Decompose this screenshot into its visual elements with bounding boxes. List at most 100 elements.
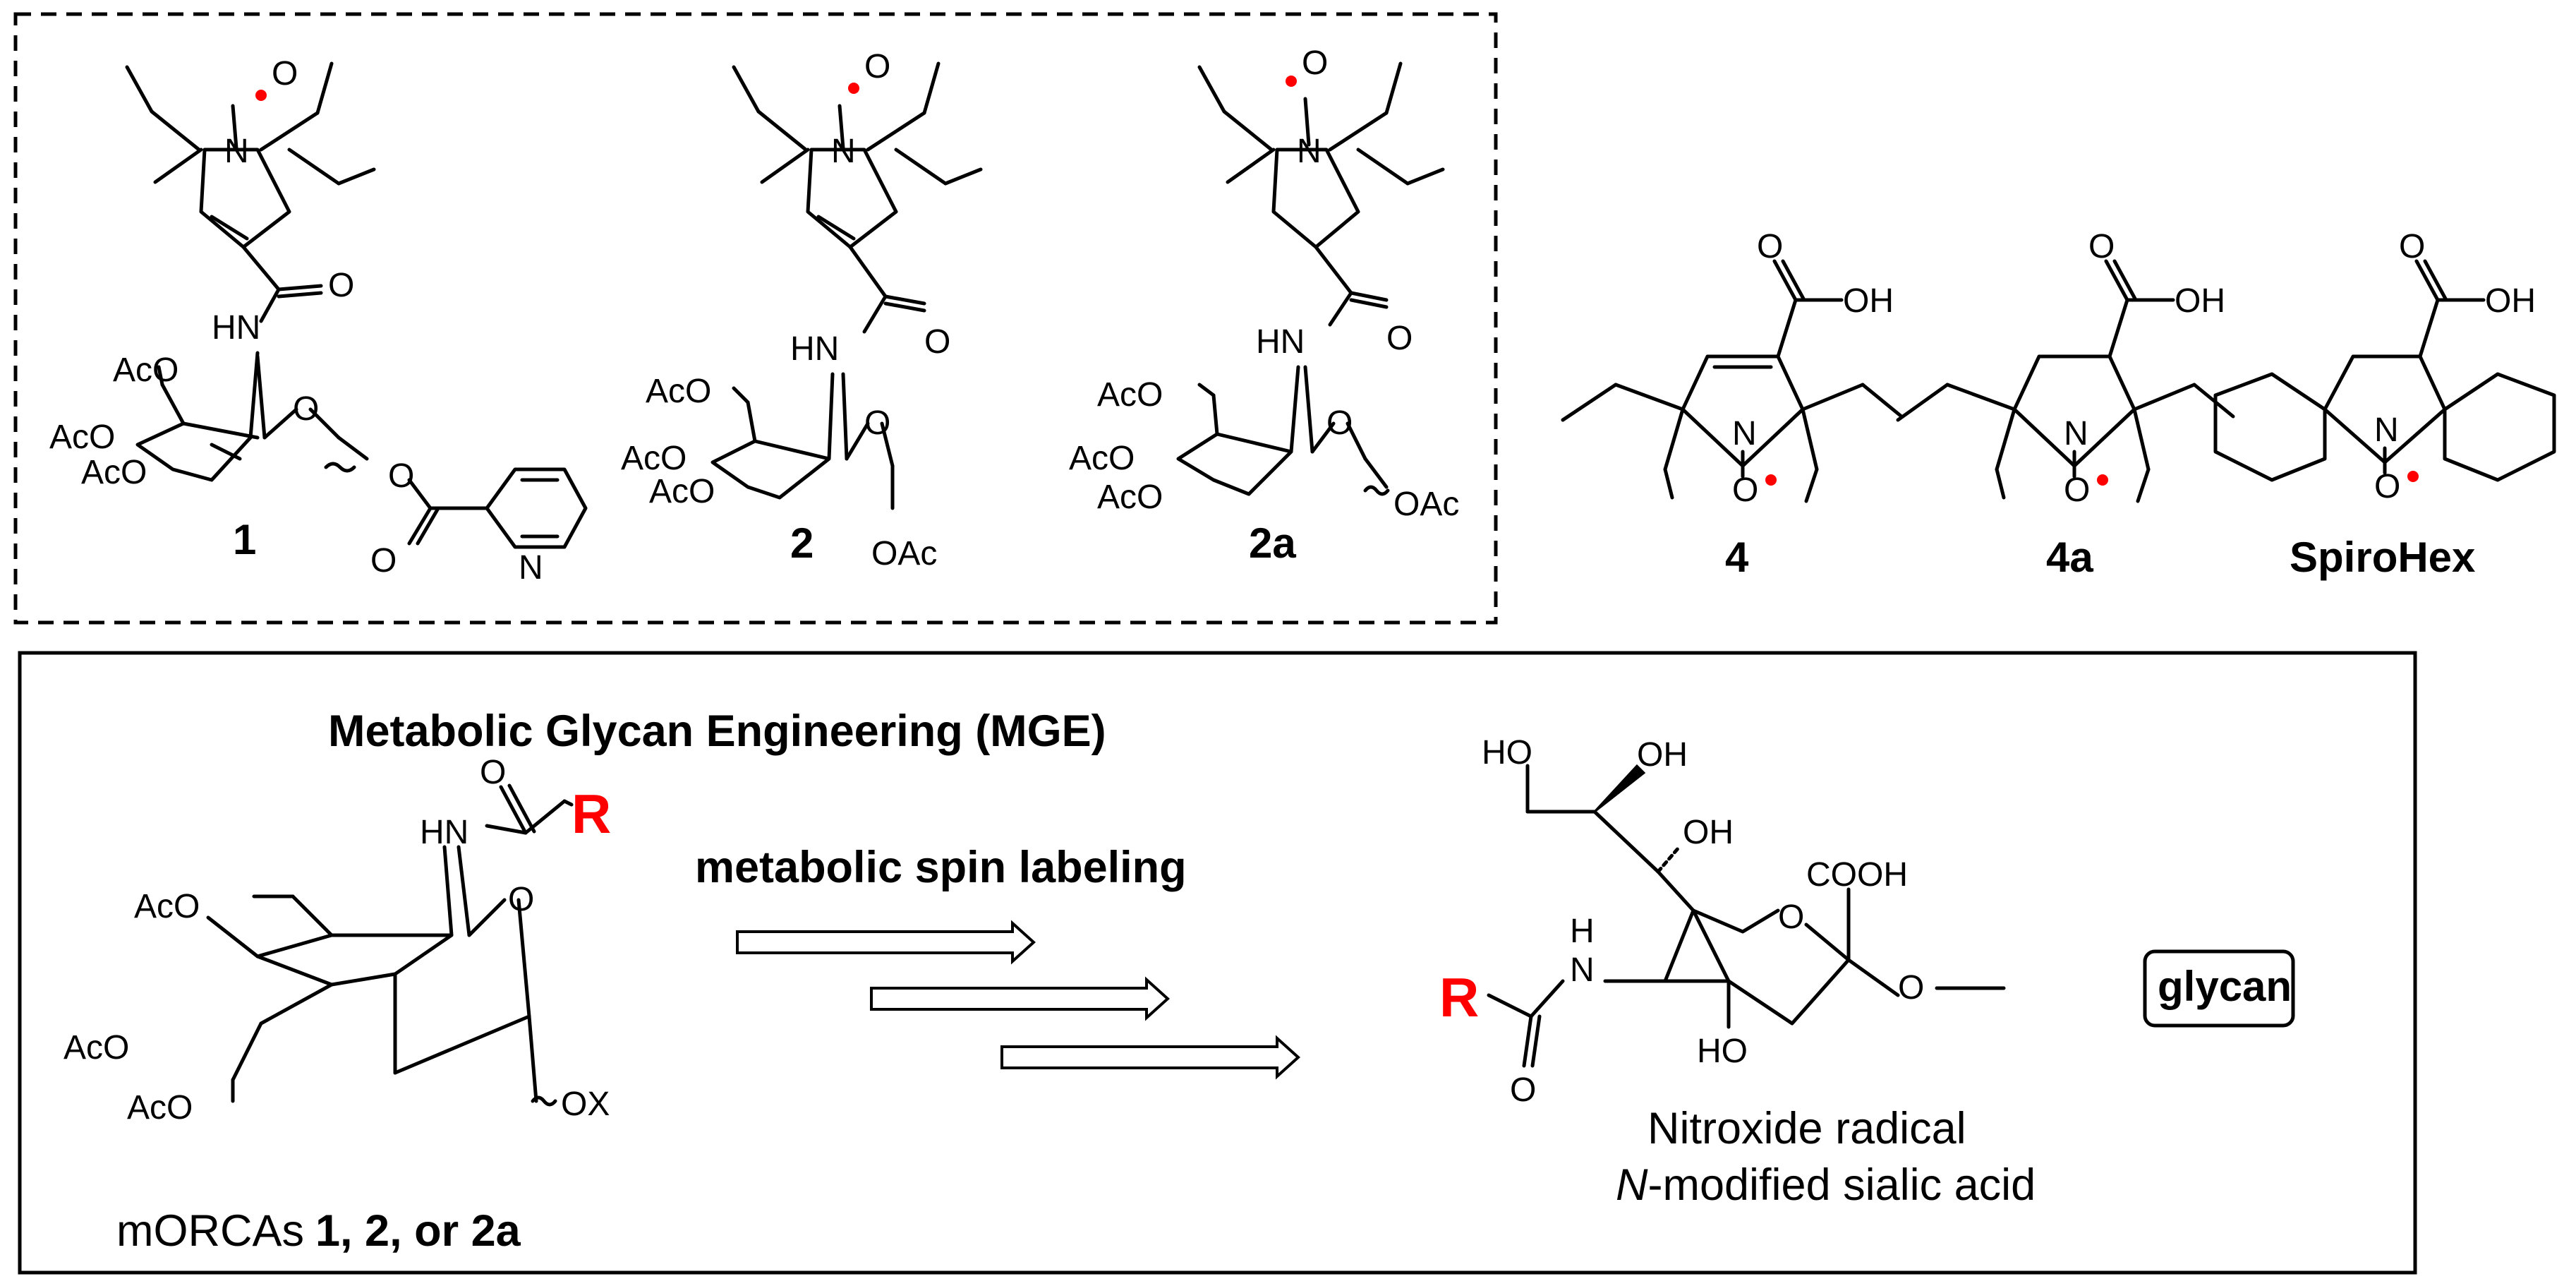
compound-1-aco6: AcO bbox=[113, 351, 179, 389]
hollow-arrow bbox=[870, 976, 1170, 1021]
product-oh8: OH bbox=[1637, 736, 1688, 774]
compound-4-acid-o: O bbox=[1757, 228, 1783, 265]
product-ring-o: O bbox=[1778, 899, 1804, 936]
compound-2a-o-radical: O bbox=[1302, 44, 1328, 82]
precursor-caption-prefix: mORCAs bbox=[116, 1206, 304, 1256]
compound-1-ring-o: O bbox=[293, 390, 319, 428]
compound-4-o-radical: O bbox=[1732, 471, 1758, 509]
precursor-aco6: AcO bbox=[134, 888, 200, 925]
compound-1-aco4: AcO bbox=[49, 419, 115, 456]
compound-2a-aco4: AcO bbox=[1069, 440, 1135, 477]
compound-1-nicotinate bbox=[407, 467, 588, 549]
compound-4a-label: 4a bbox=[2046, 534, 2093, 581]
compound-4a-n-atom: N bbox=[2064, 415, 2088, 452]
radical-dot bbox=[255, 90, 267, 101]
radical-dot bbox=[848, 83, 859, 94]
compound-2a-aco6: AcO bbox=[1097, 376, 1163, 414]
precursor-aco3: AcO bbox=[127, 1089, 193, 1126]
compound-1-n-atom: N bbox=[224, 133, 249, 170]
product-ho4: HO bbox=[1697, 1033, 1748, 1070]
compound-4a-acid-o: O bbox=[2088, 228, 2115, 265]
compound-1-ester-o: O bbox=[388, 457, 414, 495]
compound-2-aco6: AcO bbox=[646, 373, 711, 410]
compound-2a-amide-nh: HN bbox=[1256, 323, 1305, 361]
compound-1-structure: N O HN O AcO AcO AcO O O O bbox=[49, 55, 588, 587]
compound-1-aco3: AcO bbox=[81, 454, 147, 491]
compound-2-aco4: AcO bbox=[621, 440, 687, 477]
product-caption-italic: N bbox=[1616, 1160, 1648, 1210]
spirohex-acid-oh: OH bbox=[2485, 282, 2536, 320]
compound-2-structure: N O HN O AcO AcO AcO O OAc 2 bbox=[621, 48, 983, 572]
product-caption-line1: Nitroxide radical bbox=[1647, 1104, 1966, 1153]
compound-4a-structure bbox=[1896, 259, 2235, 503]
compound-1-amide-o: O bbox=[328, 267, 354, 304]
compound-2-aco3: AcO bbox=[649, 473, 715, 510]
precursor-nh: HN bbox=[420, 814, 468, 851]
spirohex-label: SpiroHex bbox=[2290, 534, 2475, 581]
compound-2a-anomeric: OAc bbox=[1393, 486, 1459, 523]
mORCA-dashed-box bbox=[13, 12, 1498, 625]
precursor-r-group: R bbox=[572, 783, 611, 845]
product-structure bbox=[1487, 764, 2006, 1068]
compound-2-sugar-ring bbox=[710, 372, 895, 510]
radical-dot bbox=[2407, 471, 2419, 482]
compound-2a-n-atom: N bbox=[1297, 133, 1322, 170]
hollow-arrow bbox=[736, 920, 1036, 965]
radical-dot bbox=[2097, 474, 2108, 486]
mge-title: Metabolic Glycan Engineering (MGE) bbox=[328, 707, 1106, 756]
compound-2a-ring-o: O bbox=[1326, 404, 1353, 442]
mge-box bbox=[18, 651, 2417, 1275]
precursor-aco4: AcO bbox=[64, 1029, 129, 1066]
spirohex-n-atom: N bbox=[2374, 411, 2399, 449]
precursor-ring-o: O bbox=[508, 881, 534, 918]
product-oh7: OH bbox=[1683, 814, 1734, 851]
compound-1-o-radical: O bbox=[272, 55, 298, 92]
compound-2a-amide-o: O bbox=[1386, 320, 1413, 357]
compound-4-label: 4 bbox=[1725, 534, 1749, 581]
product-caption-line2: N-modified sialic acid bbox=[1616, 1160, 2036, 1210]
wedge-bond bbox=[1593, 764, 1646, 813]
product-nh: N bbox=[1570, 951, 1595, 989]
spirohex-structure bbox=[2213, 259, 2556, 482]
product-glyco-o: O bbox=[1898, 969, 1924, 1006]
compound-1-amide-nh: HN bbox=[212, 309, 260, 347]
compound-4a-acid-oh: OH bbox=[2175, 282, 2225, 320]
compound-2-amide-o: O bbox=[924, 323, 950, 361]
product-amide-o: O bbox=[1510, 1071, 1536, 1109]
compound-4-n-atom: N bbox=[1732, 415, 1757, 452]
compound-2a-nitroxide-ring bbox=[1197, 61, 1445, 327]
compound-2-amide-nh: HN bbox=[790, 330, 839, 368]
compound-1-nitroxide-ring bbox=[125, 61, 376, 323]
precursor-structure bbox=[206, 783, 574, 1107]
precursor-anomeric: OX bbox=[561, 1086, 610, 1123]
spirohex-acid-o: O bbox=[2399, 228, 2425, 265]
glycan-box bbox=[2143, 949, 2295, 1028]
product-r-group: R bbox=[1439, 966, 1479, 1028]
compound-2-nitroxide-ring bbox=[732, 61, 983, 334]
glycan-label: glycan bbox=[2158, 963, 2292, 1010]
product-acid: COOH bbox=[1806, 856, 1908, 894]
process-label: metabolic spin labeling bbox=[695, 843, 1187, 892]
hollow-arrow bbox=[1000, 1035, 1300, 1080]
spirohex-o-radical: O bbox=[2374, 468, 2400, 505]
compound-4a-o-radical: O bbox=[2064, 471, 2090, 509]
compound-1-carbonyl-o: O bbox=[370, 542, 397, 579]
compound-1-label: 1 bbox=[233, 516, 256, 563]
compound-4-structure bbox=[1561, 259, 1904, 503]
compound-2-o-radical: O bbox=[864, 48, 890, 85]
compound-2-ring-o: O bbox=[864, 404, 890, 442]
compound-2-label: 2 bbox=[790, 519, 814, 567]
compound-1-pyridine-n: N bbox=[519, 549, 543, 587]
compound-1-sugar-ring bbox=[135, 351, 369, 482]
compound-2a-sugar-ring bbox=[1176, 365, 1390, 496]
product-ho9: HO bbox=[1482, 734, 1532, 771]
precursor-amide-o: O bbox=[480, 754, 506, 791]
compound-2-n-atom: N bbox=[831, 133, 856, 170]
radical-dot bbox=[1286, 76, 1297, 87]
compound-4-acid-oh: OH bbox=[1843, 282, 1894, 320]
radical-dot bbox=[1765, 474, 1777, 486]
compound-2a-aco3: AcO bbox=[1097, 479, 1163, 516]
compound-2a-label: 2a bbox=[1249, 519, 1296, 567]
